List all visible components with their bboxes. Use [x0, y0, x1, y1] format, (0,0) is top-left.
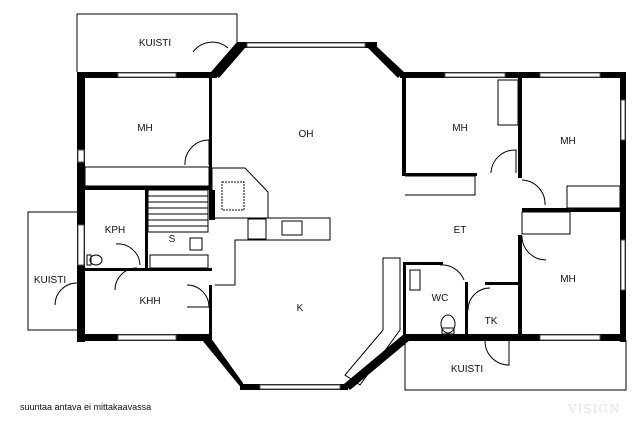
fixtures — [84, 79, 621, 386]
room-label-s: S — [169, 234, 176, 245]
room-label-et: ET — [454, 225, 467, 236]
room-label-tk: TK — [485, 316, 498, 327]
room-label-mh-top-left: MH — [137, 123, 153, 134]
room-label-mh-bottom-right: MH — [560, 274, 576, 285]
brand-logo: VISIGN — [568, 402, 621, 416]
scale-note: suuntaa antava ei mittakaavassa — [20, 402, 152, 412]
room-label-kph: KPH — [105, 225, 126, 236]
room-label-mh-top-middle: MH — [452, 123, 468, 134]
interior-walls — [85, 78, 620, 335]
room-label-wc: WC — [432, 293, 449, 304]
room-label-k: K — [297, 303, 304, 314]
room-label-khh: KHH — [139, 296, 160, 307]
room-label-oh: OH — [299, 129, 314, 140]
porch-outlines — [27, 13, 627, 391]
room-label-kuisti-top: KUISTI — [139, 38, 171, 49]
room-label-mh-right: MH — [560, 136, 576, 147]
door-swings — [54, 41, 547, 366]
room-label-kuisti-left: KUISTI — [34, 275, 66, 286]
room-label-kuisti-bottom: KUISTI — [451, 364, 483, 375]
windows — [77, 42, 626, 390]
